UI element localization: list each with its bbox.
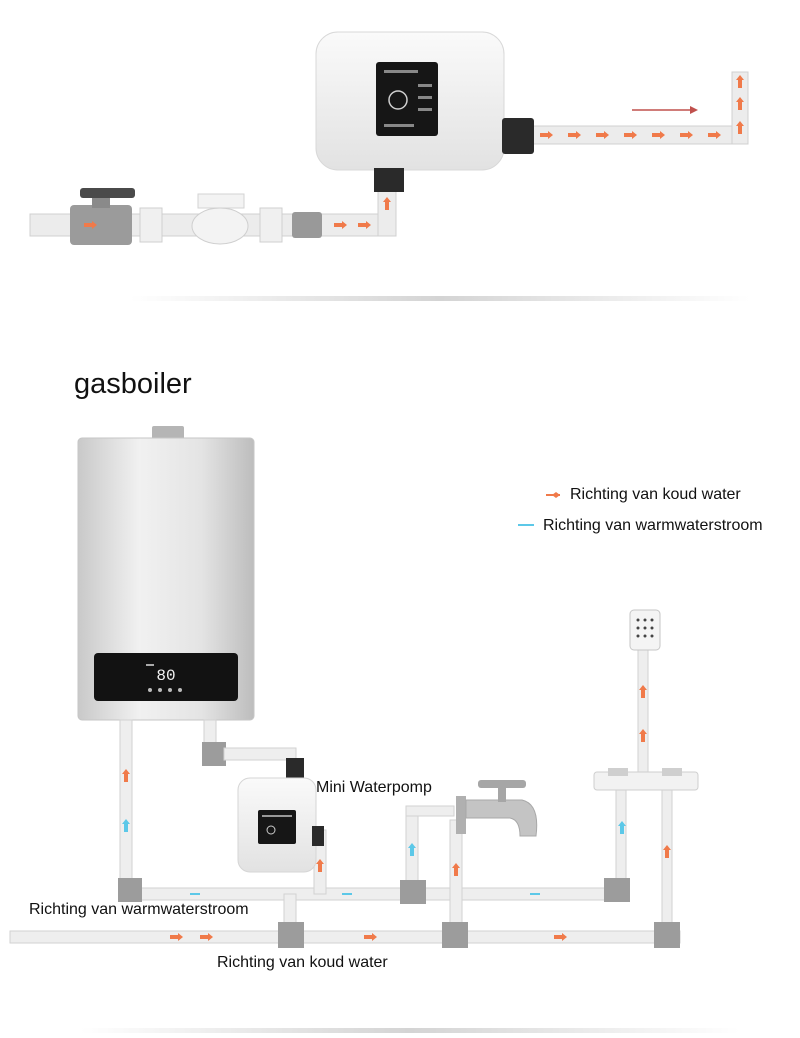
flow-arrow — [736, 97, 744, 110]
flow-arrow — [540, 131, 553, 139]
bottom-flow-arrows — [122, 685, 671, 941]
flow-arrow — [624, 131, 637, 139]
top-installation — [29, 31, 750, 301]
flow-arrow — [334, 221, 347, 229]
flow-arrow — [680, 131, 693, 139]
legend-cold-label: Richting van koud water — [570, 486, 741, 503]
flow-arrow — [383, 197, 391, 210]
flow-arrow — [663, 845, 671, 858]
flow-arrow — [170, 933, 183, 941]
pump-label: Mini Waterpomp — [316, 779, 432, 796]
water-meter — [139, 193, 283, 245]
top-pump — [315, 31, 534, 192]
ball-valve — [70, 188, 135, 245]
flow-arrow — [652, 131, 665, 139]
mini-pump-panel — [258, 810, 296, 844]
shower-mixer — [593, 609, 699, 791]
flow-arrow — [568, 131, 581, 139]
flow-arrow — [200, 933, 213, 941]
flow-arrow — [122, 769, 130, 782]
boiler-display-panel — [94, 653, 238, 701]
flow-arrow — [358, 221, 371, 229]
hot-flow-label: Richting van warmwaterstroom — [29, 901, 249, 918]
flow-arrow — [596, 131, 609, 139]
gas-boiler: 80 — [77, 426, 255, 721]
boiler-title: gasboiler — [74, 368, 192, 400]
flow-arrow — [618, 821, 626, 834]
flow-arrow — [122, 819, 130, 832]
flow-arrow — [408, 843, 416, 856]
legend-cold-marker — [546, 492, 560, 498]
flow-arrow — [736, 75, 744, 88]
flow-arrow — [639, 685, 647, 698]
flow-arrow — [554, 933, 567, 941]
flow-arrow — [639, 729, 647, 742]
flow-arrow — [364, 933, 377, 941]
top-riser-pipe — [377, 187, 397, 237]
flow-arrow — [452, 863, 460, 876]
flow-arrow — [708, 131, 721, 139]
top-flow-arrows — [84, 75, 744, 229]
legend-hot-label: Richting van warmwaterstroom — [543, 517, 763, 534]
flow-direction-arrow — [632, 106, 698, 114]
top-inlet-fitting — [292, 212, 322, 238]
flow-arrow — [736, 121, 744, 134]
cold-flow-label: Richting van koud water — [217, 954, 388, 971]
flow-arrow — [84, 221, 97, 229]
boiler-display-value: 80 — [156, 667, 175, 685]
bottom-pipework — [9, 639, 681, 948]
flow-arrow — [316, 859, 324, 872]
mini-pump — [237, 777, 324, 873]
faucet — [456, 780, 538, 837]
